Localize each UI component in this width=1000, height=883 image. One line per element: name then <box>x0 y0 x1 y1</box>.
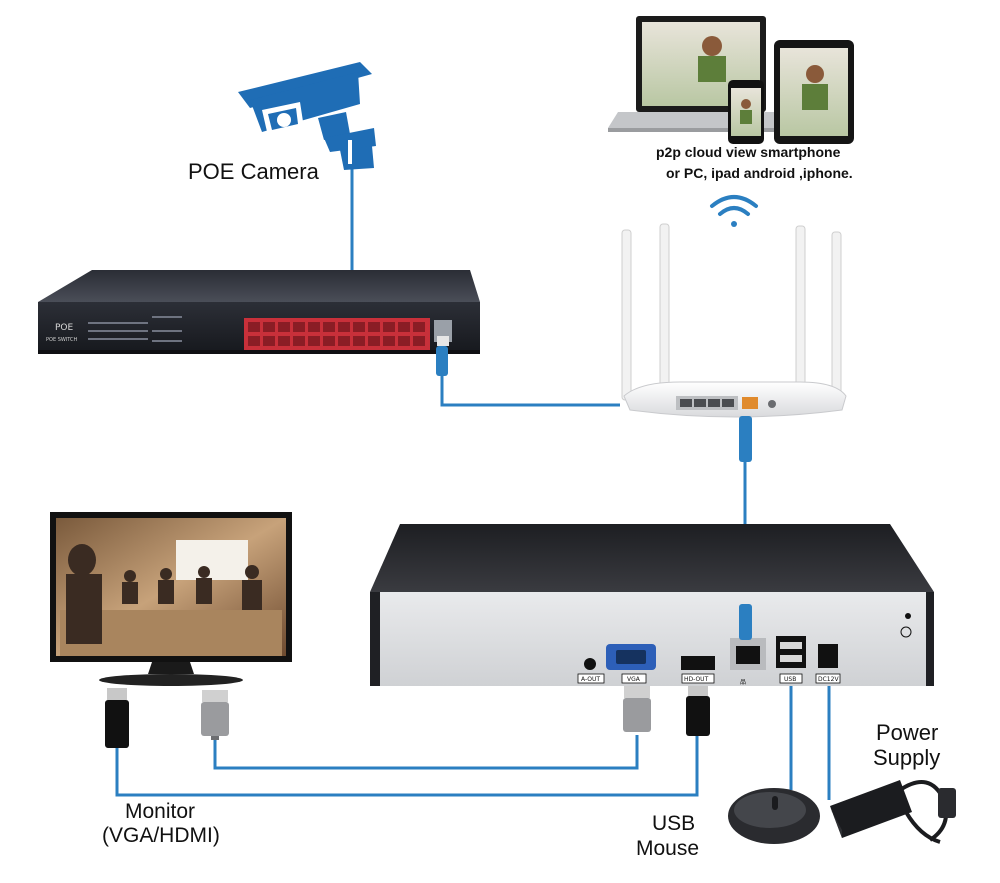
usb-label-line1: USB <box>652 812 695 835</box>
vga-cable <box>213 735 639 770</box>
laptop-icon <box>608 16 792 132</box>
nvr-usb-label: USB <box>784 676 796 683</box>
nvr-lan-symbol: 品 <box>740 679 746 686</box>
camera-icon <box>238 62 376 170</box>
cables <box>115 168 831 800</box>
switch-router-cable <box>440 376 620 407</box>
nvr-vga-plug <box>623 686 651 732</box>
monitor-vga-plug <box>201 690 229 740</box>
nvr-recorder: A-OUT VGA HD-OUT 品 USB DC12V <box>370 524 934 686</box>
monitor-label-line2: (VGA/HDMI) <box>102 824 220 847</box>
cloud-label-line2: or PC, ipad android ,iphone. <box>666 165 853 181</box>
wifi-icon <box>710 195 758 227</box>
router-plug <box>739 416 752 462</box>
router <box>621 223 847 462</box>
nvr-hdmi-plug <box>686 686 710 736</box>
monitor <box>50 512 292 686</box>
nvr-dc-port <box>818 644 838 668</box>
router-wan-port <box>742 397 758 409</box>
hdmi-cable <box>115 735 699 797</box>
switch-ports <box>248 322 425 346</box>
switch-brand-sub: POE SWITCH <box>46 337 78 343</box>
power-adapter-icon <box>830 780 956 844</box>
switch-uplink-plug <box>436 346 448 376</box>
power-label-line1: Power <box>876 720 938 745</box>
nvr-audio-label: A-OUT <box>581 676 600 683</box>
nvr-hdmi-port <box>681 656 715 670</box>
client-devices <box>608 16 854 144</box>
poe-switch: POE POE SWITCH <box>38 270 480 376</box>
nvr-audio-port <box>584 658 596 670</box>
poe-camera-label: POE Camera <box>188 159 320 184</box>
cloud-label-line1: p2p cloud view smartphone <box>656 144 841 160</box>
switch-brand: POE <box>55 323 74 333</box>
power-label-line2: Supply <box>873 745 940 770</box>
usb-label-line2: Mouse <box>636 837 699 860</box>
tablet-icon <box>774 40 854 144</box>
nvr-vga-label: VGA <box>627 676 641 683</box>
smartphone-icon <box>728 80 764 144</box>
nvr-lan-plug <box>739 604 752 640</box>
nvr-hdmi-label: HD-OUT <box>684 676 709 683</box>
monitor-hdmi-plug <box>105 688 129 748</box>
nvr-dc-label: DC12V <box>818 676 839 683</box>
monitor-label-line1: Monitor <box>125 800 195 823</box>
switch-leds <box>88 316 182 342</box>
mouse-icon <box>728 788 820 844</box>
nvr-usb-port <box>776 636 806 668</box>
